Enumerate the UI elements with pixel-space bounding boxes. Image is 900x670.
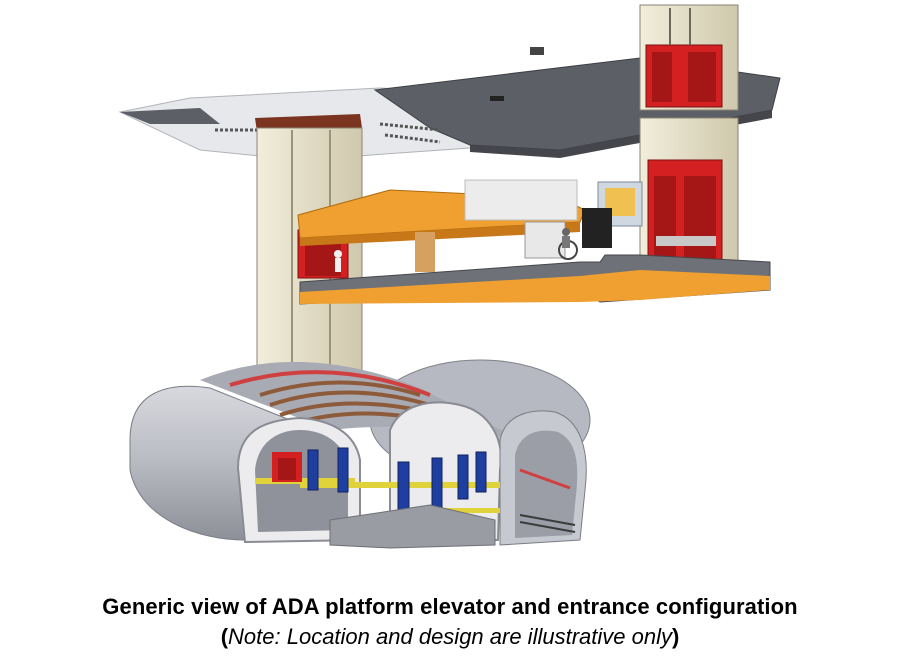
station-elevator-illustration (118, 4, 781, 549)
note-text: Note: Location and design are illustrati… (228, 624, 672, 649)
figure-caption-title: Generic view of ADA platform elevator an… (102, 594, 798, 619)
note-open-paren: ( (220, 624, 229, 649)
left-elevator-shaft (255, 114, 363, 399)
mezzanine-level (297, 179, 771, 305)
note-close-paren: ) (671, 624, 680, 649)
subway-tunnel-platform (129, 359, 591, 549)
right-elevator-tower (639, 4, 739, 269)
figure-caption-note: (Note: Location and design are illustrat… (0, 624, 900, 650)
wheelchair-user-icon (558, 228, 578, 260)
